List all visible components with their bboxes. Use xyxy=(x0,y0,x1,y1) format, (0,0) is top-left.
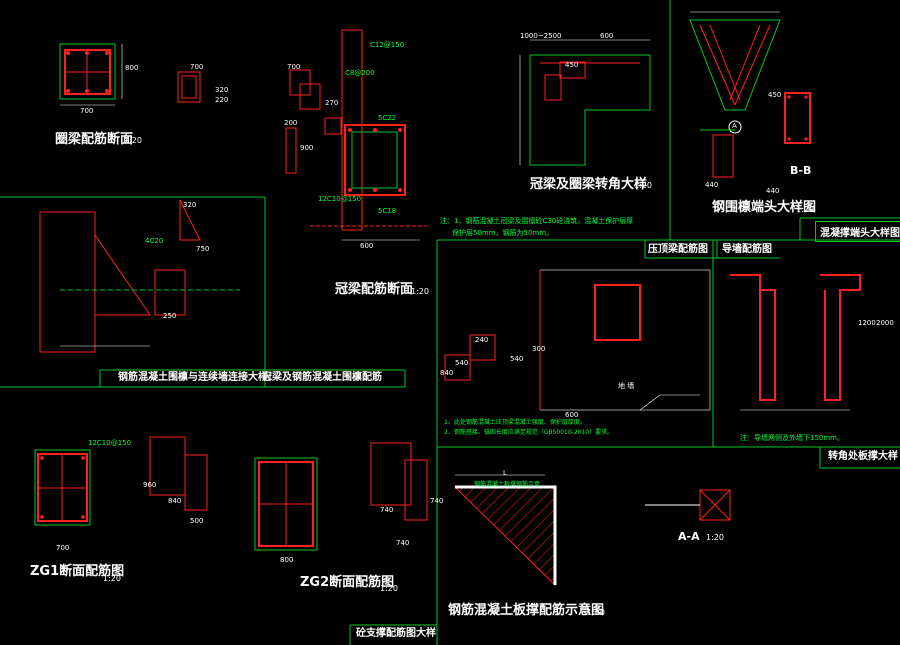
support-detail-title: 砼支撑配筋图大样 xyxy=(356,628,436,639)
zg1-scale: 1:20 xyxy=(103,574,121,583)
zg2-title: ZG2断面配筋图 xyxy=(300,575,395,590)
dim-label: 320 xyxy=(215,86,229,94)
dim-label: 200 xyxy=(284,119,298,127)
dim-label: 740 xyxy=(430,497,444,505)
dim-label: 800 xyxy=(125,64,139,72)
rebar-label: 4C20 xyxy=(145,237,164,245)
press-beam xyxy=(444,269,711,411)
dim-label: 600 xyxy=(360,242,374,250)
dim-label: 2000 xyxy=(876,319,894,327)
dim-label: 220 xyxy=(215,96,229,104)
dim-label: 440 xyxy=(705,181,719,189)
cap-note-2: 保护层50mm，钢筋为50mm。 xyxy=(452,229,554,237)
press-note-1: 1、此处钢筋混凝土压顶梁混凝土强度、保护层厚度。 xyxy=(444,419,586,426)
cap-beam-corner xyxy=(519,39,651,166)
brace-head-title: 钢围檩端头大样图 xyxy=(712,200,817,215)
press-beam-title: 压顶梁配筋图 xyxy=(648,244,708,255)
corner-plate-title: 转角处板撑大样 xyxy=(828,451,898,462)
dim-label: 540 xyxy=(510,355,524,363)
length-label: L xyxy=(503,469,507,477)
wall-label: 地 墙 xyxy=(618,382,635,390)
rebar-label: C12@150 xyxy=(370,41,405,49)
dim-label: 270 xyxy=(325,99,339,107)
brace-head-scale: 1:20 xyxy=(796,205,814,214)
dim-label: 300 xyxy=(532,345,546,353)
aa-scale: 1:20 xyxy=(706,533,724,542)
zg1-title: ZG1断面配筋图 xyxy=(30,564,125,579)
bb-title: B-B xyxy=(790,164,812,177)
ring-beam-section xyxy=(59,43,201,106)
brace-head-box: 混凝撑端头大样图 xyxy=(815,221,900,242)
dim-label: 700 xyxy=(287,63,301,71)
dim-label: 250 xyxy=(163,312,177,320)
dim-label: 960 xyxy=(143,481,157,489)
cap-beam-corner-title: 冠梁及圈梁转角大样 xyxy=(530,177,648,192)
dim-label: 740 xyxy=(380,506,394,514)
zg2-section xyxy=(254,442,428,551)
ring-wall-connection xyxy=(39,199,240,353)
slab-brace xyxy=(453,474,731,587)
dim-label: 450 xyxy=(768,91,782,99)
dim-label: 800 xyxy=(280,556,294,564)
dim-label: 700 xyxy=(80,107,94,115)
section-marker: A xyxy=(732,122,737,130)
dim-label: 600 xyxy=(565,411,579,419)
dim-label: 440 xyxy=(766,187,780,195)
guide-wall-note: 注：导墙两侧及外墙下150mm。 xyxy=(740,434,844,442)
dim-label: 540 xyxy=(455,359,469,367)
ring-beam-scale: 1:20 xyxy=(124,136,142,145)
dim-label: 1000~2500 xyxy=(520,32,562,40)
rebar-label: 12C10@150 xyxy=(318,195,362,203)
rebar-label: 5C22 xyxy=(378,114,397,122)
dim-label: 1200 xyxy=(858,319,876,327)
rebar-label: 5C18 xyxy=(378,207,397,215)
dim-label: 600 xyxy=(600,32,614,40)
guide-wall xyxy=(730,274,861,411)
dim-label: 500 xyxy=(190,517,204,525)
cap-beam-corner-scale: 1:20 xyxy=(634,181,652,190)
aa-title: A-A xyxy=(678,530,700,543)
zg1-section xyxy=(34,436,208,526)
dim-label: 240 xyxy=(475,336,489,344)
dim-label: 320 xyxy=(183,201,197,209)
dim-label: 750 xyxy=(196,245,210,253)
dim-label: 840 xyxy=(440,369,454,377)
guide-wall-title: 导墙配筋图 xyxy=(722,244,772,255)
cap-beam-section xyxy=(285,29,430,241)
rebar-label: C8@200 xyxy=(345,69,375,77)
cap-note-1: 注：1、钢筋混凝土冠梁及围檩砼C30砼浇筑，混凝土保护层厚 xyxy=(440,217,634,225)
dim-label: 900 xyxy=(300,144,314,152)
zg2-scale: 1:20 xyxy=(380,584,398,593)
ring-wall-conn-title: 钢筋混凝土围檩与连续墙连接大样 xyxy=(118,372,268,383)
slab-brace-title: 钢筋混凝土板撑配筋示意图 xyxy=(448,603,605,618)
dim-label: 740 xyxy=(396,539,410,547)
cap-beam-section-scale: 1:20 xyxy=(411,287,429,296)
slab-brace-scale: 1:50 xyxy=(587,608,605,617)
dim-label: 450 xyxy=(565,61,579,69)
dim-label: 700 xyxy=(190,63,204,71)
ring-beam-title: 圈梁配筋断面 xyxy=(55,132,134,147)
press-note-2: 2、钢筋搭接、锚固长度应满足规范（GB50010-2010）要求。 xyxy=(444,429,614,436)
brace-head xyxy=(689,11,811,178)
dim-label: 700 xyxy=(56,544,70,552)
cap-beam-section-title: 冠梁配筋断面 xyxy=(335,282,414,297)
dim-label: 840 xyxy=(168,497,182,505)
cap-ring-conn-title: 冠梁及钢筋混凝土围檩配筋 xyxy=(262,372,382,383)
corner-note: 钢筋混凝土板撑钢筋示意 xyxy=(474,481,541,488)
rebar-label: 12C10@150 xyxy=(88,439,132,447)
